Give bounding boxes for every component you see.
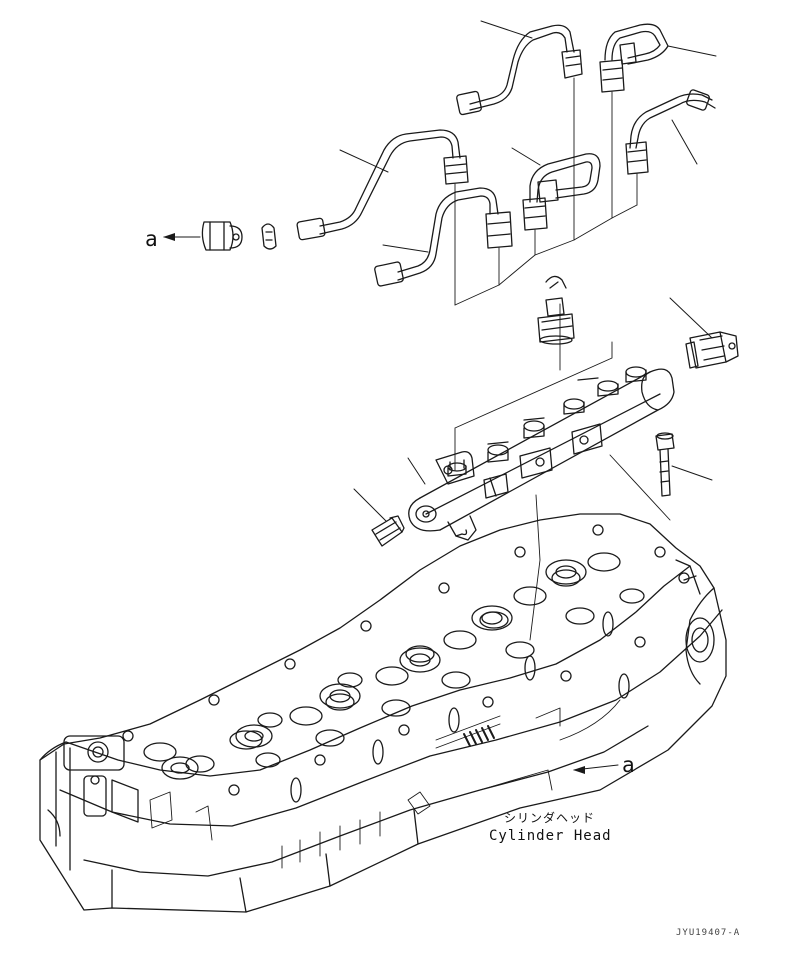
pressure-sensor [685, 331, 739, 369]
drawing-id: JYU19407-A [676, 928, 741, 938]
injection-pipe-6 [522, 153, 601, 231]
arrowheads [163, 233, 585, 774]
rib-details [149, 699, 621, 869]
side-ports [290, 611, 630, 803]
injection-pipe-4 [296, 129, 469, 241]
injection-pipe-2 [599, 23, 669, 93]
injection-pipe-5 [374, 187, 513, 287]
alignment-lines [454, 77, 671, 641]
caption-japanese: シリンダヘッド [504, 811, 596, 825]
mounting-bolt [655, 432, 675, 497]
reference-label-a-left: a [145, 227, 158, 251]
rail-outlet-ports [447, 366, 647, 477]
pressure-limiter [537, 297, 575, 345]
injection-pipe-3 [625, 89, 716, 175]
injection-pipe-1 [456, 24, 583, 116]
common-rail [408, 368, 675, 541]
caption-english: Cylinder Head [489, 828, 612, 844]
banjo-plug [371, 515, 405, 547]
valve-pockets [143, 552, 645, 773]
retaining-clip [261, 223, 277, 250]
head-bolt-bosses [122, 524, 666, 796]
cylinder-head [39, 513, 727, 913]
small-clip [545, 275, 567, 289]
connector-part [201, 221, 243, 251]
stamped-marking [463, 725, 495, 747]
reference-label-a-right: a [622, 753, 635, 777]
injector-bores [161, 559, 587, 780]
